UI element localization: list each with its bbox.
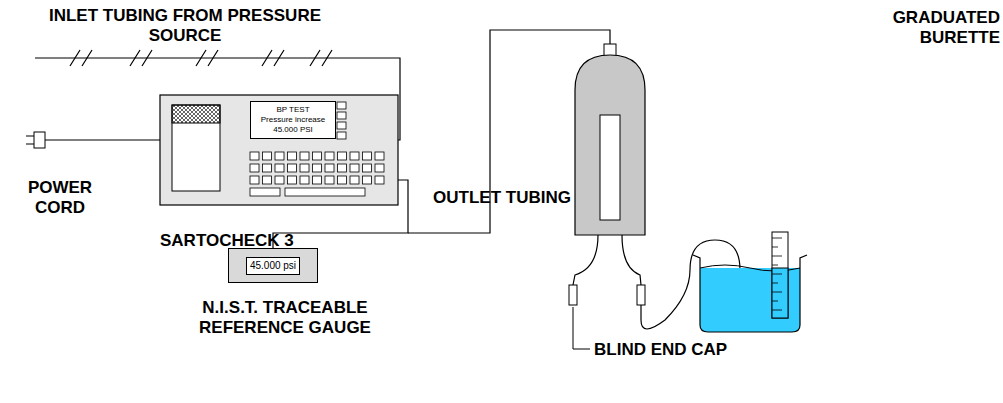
key: [250, 188, 280, 196]
reference-gauge: 45.000 psi: [228, 248, 318, 283]
screen-text: BP TEST: [251, 105, 335, 115]
blind-end-cap: [569, 285, 577, 305]
key: [288, 164, 297, 172]
key: [263, 164, 272, 172]
part-label: POWER CORD: [10, 178, 110, 218]
key: [313, 164, 322, 172]
leader-line: [573, 307, 590, 349]
graduation: [772, 265, 778, 266]
key: [338, 152, 347, 160]
graduation: [772, 301, 778, 302]
graduation: [772, 292, 782, 293]
graduation: [772, 283, 778, 284]
gauge-reading: 45.000 psi: [246, 257, 300, 275]
side-button: [337, 122, 346, 129]
valve: [637, 285, 645, 305]
key: [313, 152, 322, 160]
key: [375, 164, 384, 172]
part-label: BLIND END CAP: [594, 340, 774, 360]
key: [275, 152, 284, 160]
part-label: INLET TUBING FROM PRESSURE SOURCE: [20, 6, 350, 46]
graduation: [772, 238, 782, 239]
key: [363, 176, 372, 184]
graduation-marks: [772, 238, 782, 310]
key: [338, 176, 347, 184]
key: [375, 176, 384, 184]
side-button: [337, 132, 346, 139]
key: [300, 164, 309, 172]
screen-text: 45.000 PSI: [251, 125, 335, 135]
graduation: [772, 256, 782, 257]
key: [288, 176, 297, 184]
key: [325, 152, 334, 160]
sartocheck-body: [160, 95, 398, 205]
key: [350, 152, 359, 160]
filter-housing: [569, 44, 645, 305]
key: [350, 164, 359, 172]
graduated-burette: [772, 232, 788, 318]
sartocheck-device: SARTOCHECK 3BP TESTPressure increase45.0…: [160, 95, 398, 205]
graduation: [772, 310, 782, 311]
key: [325, 176, 334, 184]
keypad: [250, 102, 384, 196]
key: [250, 164, 259, 172]
key: [300, 176, 309, 184]
key: [275, 164, 284, 172]
key: [263, 152, 272, 160]
screen-text: Pressure increase: [251, 115, 335, 125]
tubing-hash-marks: [70, 50, 332, 66]
key: [363, 152, 372, 160]
part-label: N.I.S.T. TRACEABLE REFERENCE GAUGE: [190, 298, 380, 338]
key: [363, 164, 372, 172]
side-button: [337, 102, 346, 109]
graduation: [772, 274, 782, 275]
key: [325, 164, 334, 172]
key: [250, 152, 259, 160]
key: [275, 176, 284, 184]
power-cord: [26, 132, 160, 148]
key: [288, 152, 297, 160]
key: [350, 176, 359, 184]
key: [338, 164, 347, 172]
side-button: [337, 112, 346, 119]
key: [263, 176, 272, 184]
key: [375, 152, 384, 160]
key: [300, 152, 309, 160]
key: [250, 176, 259, 184]
graduation: [772, 247, 778, 248]
part-label: OUTLET TUBING: [412, 188, 592, 208]
display-screen: BP TESTPressure increase45.000 PSI: [250, 101, 336, 139]
beaker: [693, 255, 807, 332]
key: [285, 188, 365, 196]
key: [313, 176, 322, 184]
part-label: GRADUATED BURETTE: [860, 8, 1000, 48]
